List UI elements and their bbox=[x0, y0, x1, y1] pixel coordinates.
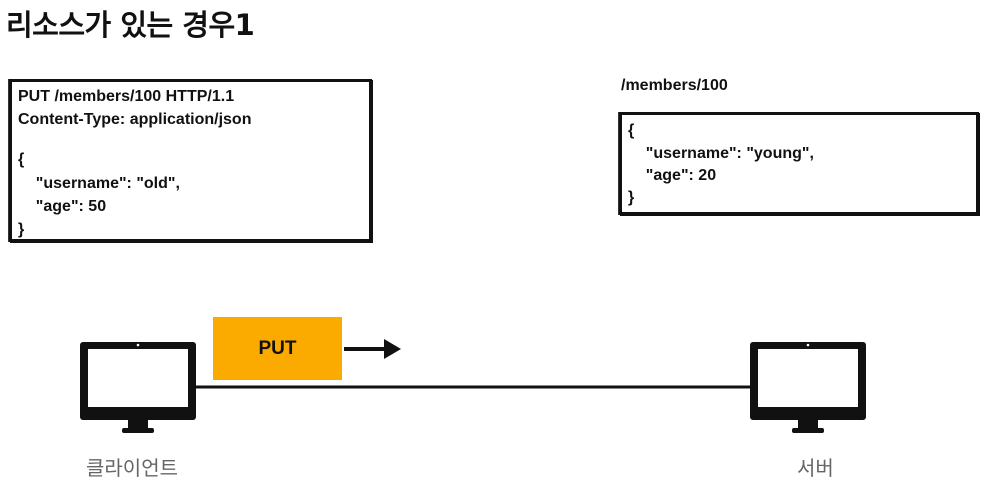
server-monitor-icon bbox=[750, 342, 866, 433]
request-body-open-brace: { bbox=[18, 151, 25, 168]
resource-state-box: { "username": "young", "age": 20 } bbox=[619, 112, 979, 215]
request-message-box: PUT /members/100 HTTP/1.1 Content-Type: … bbox=[9, 79, 372, 242]
client-monitor-icon bbox=[80, 342, 196, 433]
page-title: 리소스가 있는 경우1 bbox=[6, 8, 255, 42]
arrow-icon bbox=[344, 339, 401, 359]
put-method-label: PUT bbox=[258, 337, 297, 359]
resource-body-username: "username": "young", bbox=[628, 145, 814, 162]
request-header-content-type: Content-Type: application/json bbox=[18, 111, 252, 128]
resource-body-close-brace: } bbox=[628, 189, 635, 206]
resource-body-age: "age": 20 bbox=[628, 167, 717, 184]
put-method-tag: PUT bbox=[213, 317, 342, 380]
request-body-username: "username": "old", bbox=[18, 175, 180, 192]
server-label: 서버 bbox=[797, 456, 834, 480]
resource-path-label: /members/100 bbox=[621, 77, 728, 94]
request-line: PUT /members/100 HTTP/1.1 bbox=[18, 88, 235, 105]
request-body-age: "age": 50 bbox=[18, 198, 107, 215]
client-label: 클라이언트 bbox=[86, 456, 178, 480]
resource-body-open-brace: { bbox=[628, 122, 635, 139]
request-body-close-brace: } bbox=[18, 221, 25, 238]
